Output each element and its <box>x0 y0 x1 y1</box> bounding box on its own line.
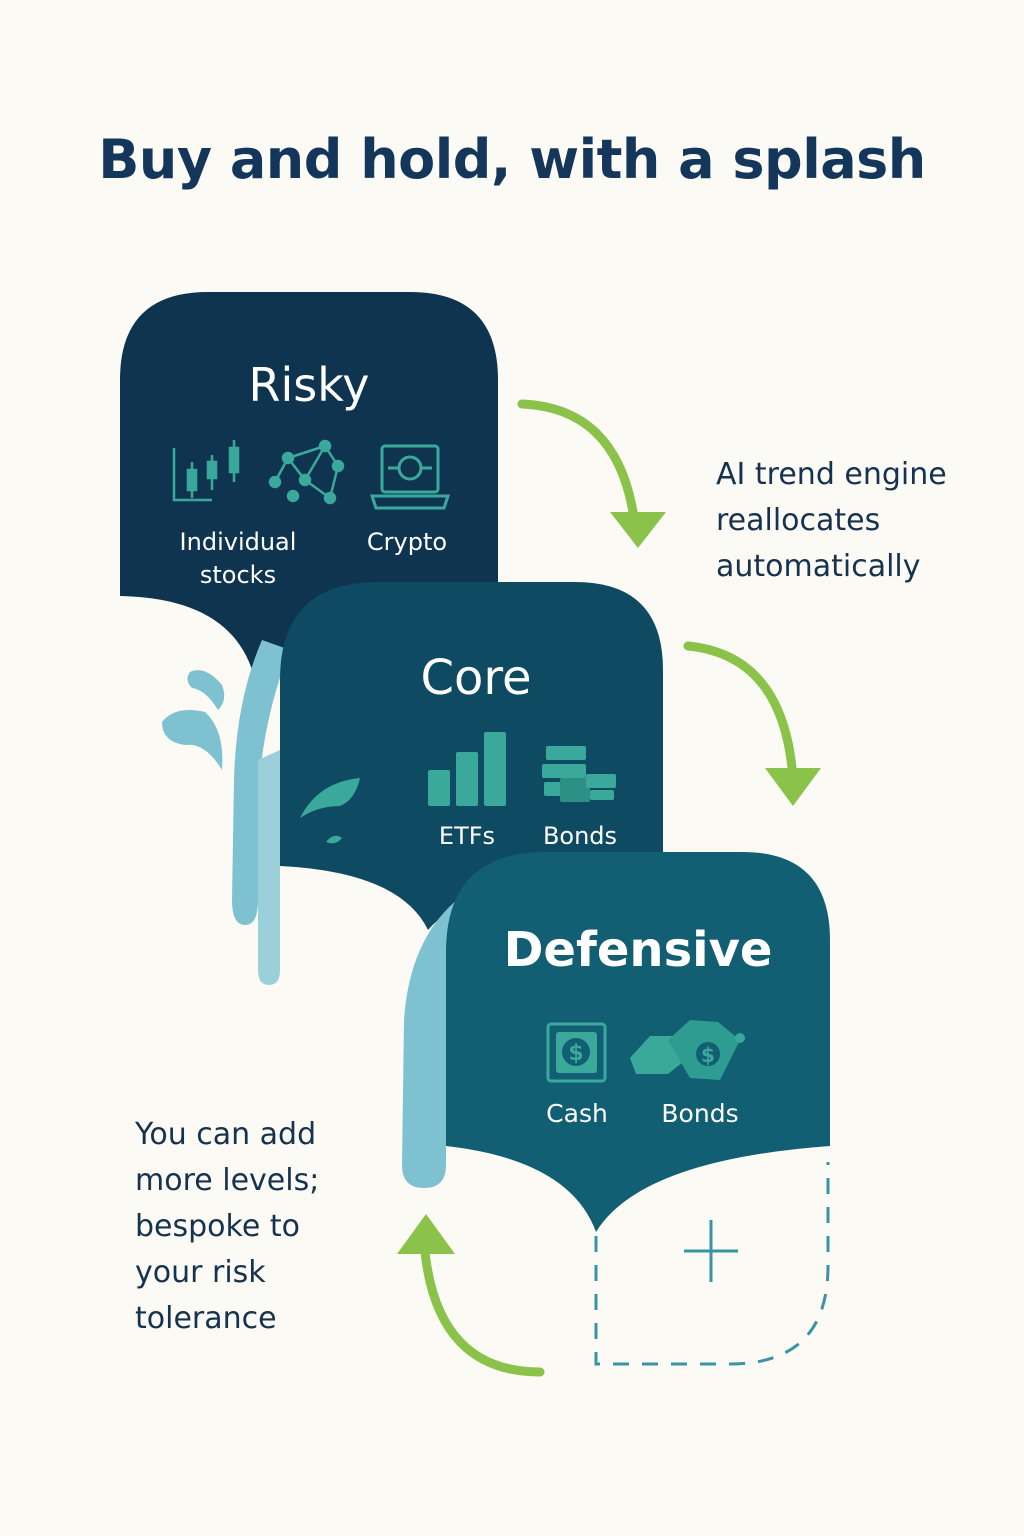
splash-droplet <box>187 670 225 710</box>
level-title-core: Core <box>420 650 532 706</box>
label-cash: Cash <box>546 1099 608 1128</box>
candlestick-chart-icon <box>172 440 240 502</box>
water-stream-defensive <box>402 890 500 1188</box>
splash-droplet <box>326 835 342 844</box>
annotation-ai-engine: AI trend engine reallocates automaticall… <box>716 457 947 584</box>
bonds-stack-icon <box>542 746 616 802</box>
label-individual-stocks: Individual stocks <box>179 528 297 589</box>
arrow-loop-back <box>397 1214 545 1377</box>
svg-text:$: $ <box>701 1043 715 1067</box>
arrow-core-to-defensive <box>683 641 821 806</box>
bar-chart-icon <box>428 732 506 806</box>
level-title-defensive: Defensive <box>503 922 773 978</box>
gold-bars-cash-icon: $ <box>630 1020 745 1080</box>
plus-icon <box>684 1220 738 1282</box>
laptop-coin-icon <box>369 444 451 510</box>
defensive-card <box>446 852 830 1232</box>
arrow-risky-to-core <box>517 399 666 548</box>
level-title-risky: Risky <box>248 358 370 412</box>
splash-droplet <box>162 709 223 770</box>
water-stream-right <box>258 750 280 985</box>
add-level-outline <box>594 1162 830 1366</box>
label-etfs: ETFs <box>438 822 496 850</box>
label-bonds-defensive: Bonds <box>661 1099 739 1128</box>
water-stream-left <box>232 640 290 925</box>
cash-safe-icon: $ <box>546 1022 607 1083</box>
label-crypto: Crypto <box>366 528 448 556</box>
page-title: Buy and hold, with a splash <box>98 128 926 191</box>
label-bonds-core: Bonds <box>542 822 618 850</box>
splash-droplet <box>300 778 360 818</box>
svg-text:$: $ <box>568 1041 583 1066</box>
annotation-more-levels: You can add more levels; bespoke to your… <box>135 1117 320 1336</box>
network-graph-icon <box>268 439 345 505</box>
